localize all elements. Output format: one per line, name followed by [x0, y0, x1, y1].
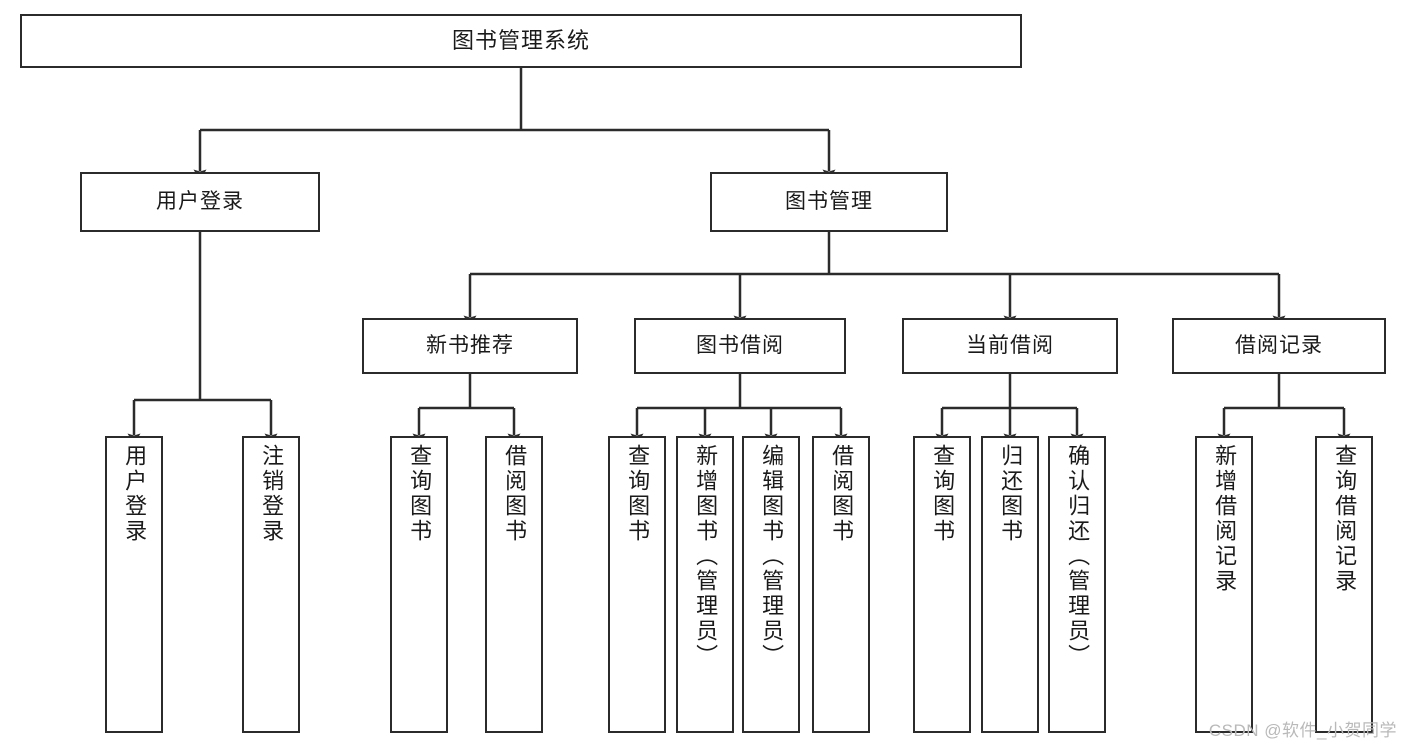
- node-label-leaf-borrow-book-recommend: 借阅图书: [502, 444, 528, 544]
- node-leaf-edit-book-admin: 编辑图书（管理员）: [742, 436, 800, 733]
- node-label-book-borrow: 图书借阅: [696, 334, 784, 358]
- node-leaf-borrow-book: 借阅图书: [812, 436, 870, 733]
- node-label-leaf-query-book-recommend: 查询图书: [407, 444, 433, 544]
- node-label-leaf-query-borrow-record: 查询借阅记录: [1332, 444, 1358, 594]
- watermark-text: CSDN @软件_小贺同学: [1208, 721, 1397, 740]
- node-root: 图书管理系统: [20, 14, 1022, 68]
- node-label-leaf-add-borrow-record: 新增借阅记录: [1212, 444, 1238, 594]
- node-leaf-user-login: 用户登录: [105, 436, 163, 733]
- node-leaf-query-book-current: 查询图书: [913, 436, 971, 733]
- node-leaf-query-book-recommend: 查询图书: [390, 436, 448, 733]
- node-label-leaf-user-login: 用户登录: [122, 444, 148, 544]
- node-label-leaf-logout-login: 注销登录: [259, 444, 285, 544]
- node-leaf-confirm-return-admin: 确认归还（管理员）: [1048, 436, 1106, 733]
- node-leaf-return-book: 归还图书: [981, 436, 1039, 733]
- node-label-book-manage: 图书管理: [785, 190, 873, 214]
- node-label-new-book-recommend: 新书推荐: [426, 334, 514, 358]
- node-book-borrow: 图书借阅: [634, 318, 846, 374]
- node-leaf-query-book-borrow: 查询图书: [608, 436, 666, 733]
- node-label-borrow-record: 借阅记录: [1235, 334, 1323, 358]
- node-label-leaf-borrow-book: 借阅图书: [829, 444, 855, 544]
- node-label-leaf-confirm-return-admin: 确认归还（管理员）: [1065, 444, 1091, 669]
- node-new-book-recommend: 新书推荐: [362, 318, 578, 374]
- node-label-root: 图书管理系统: [451, 27, 590, 53]
- node-label-leaf-add-book-admin: 新增图书（管理员）: [693, 444, 719, 669]
- node-leaf-logout-login: 注销登录: [242, 436, 300, 733]
- node-leaf-query-borrow-record: 查询借阅记录: [1315, 436, 1373, 733]
- node-label-leaf-edit-book-admin: 编辑图书（管理员）: [759, 444, 785, 669]
- node-leaf-add-borrow-record: 新增借阅记录: [1195, 436, 1253, 733]
- node-borrow-record: 借阅记录: [1172, 318, 1386, 374]
- node-label-current-borrow: 当前借阅: [966, 334, 1054, 358]
- node-label-leaf-query-book-current: 查询图书: [930, 444, 956, 544]
- node-leaf-add-book-admin: 新增图书（管理员）: [676, 436, 734, 733]
- node-label-leaf-query-book-borrow: 查询图书: [625, 444, 651, 544]
- node-label-leaf-return-book: 归还图书: [998, 444, 1024, 544]
- node-book-manage: 图书管理: [710, 172, 948, 232]
- node-user-login: 用户登录: [80, 172, 320, 232]
- node-current-borrow: 当前借阅: [902, 318, 1118, 374]
- node-leaf-borrow-book-recommend: 借阅图书: [485, 436, 543, 733]
- node-label-user-login: 用户登录: [156, 190, 244, 214]
